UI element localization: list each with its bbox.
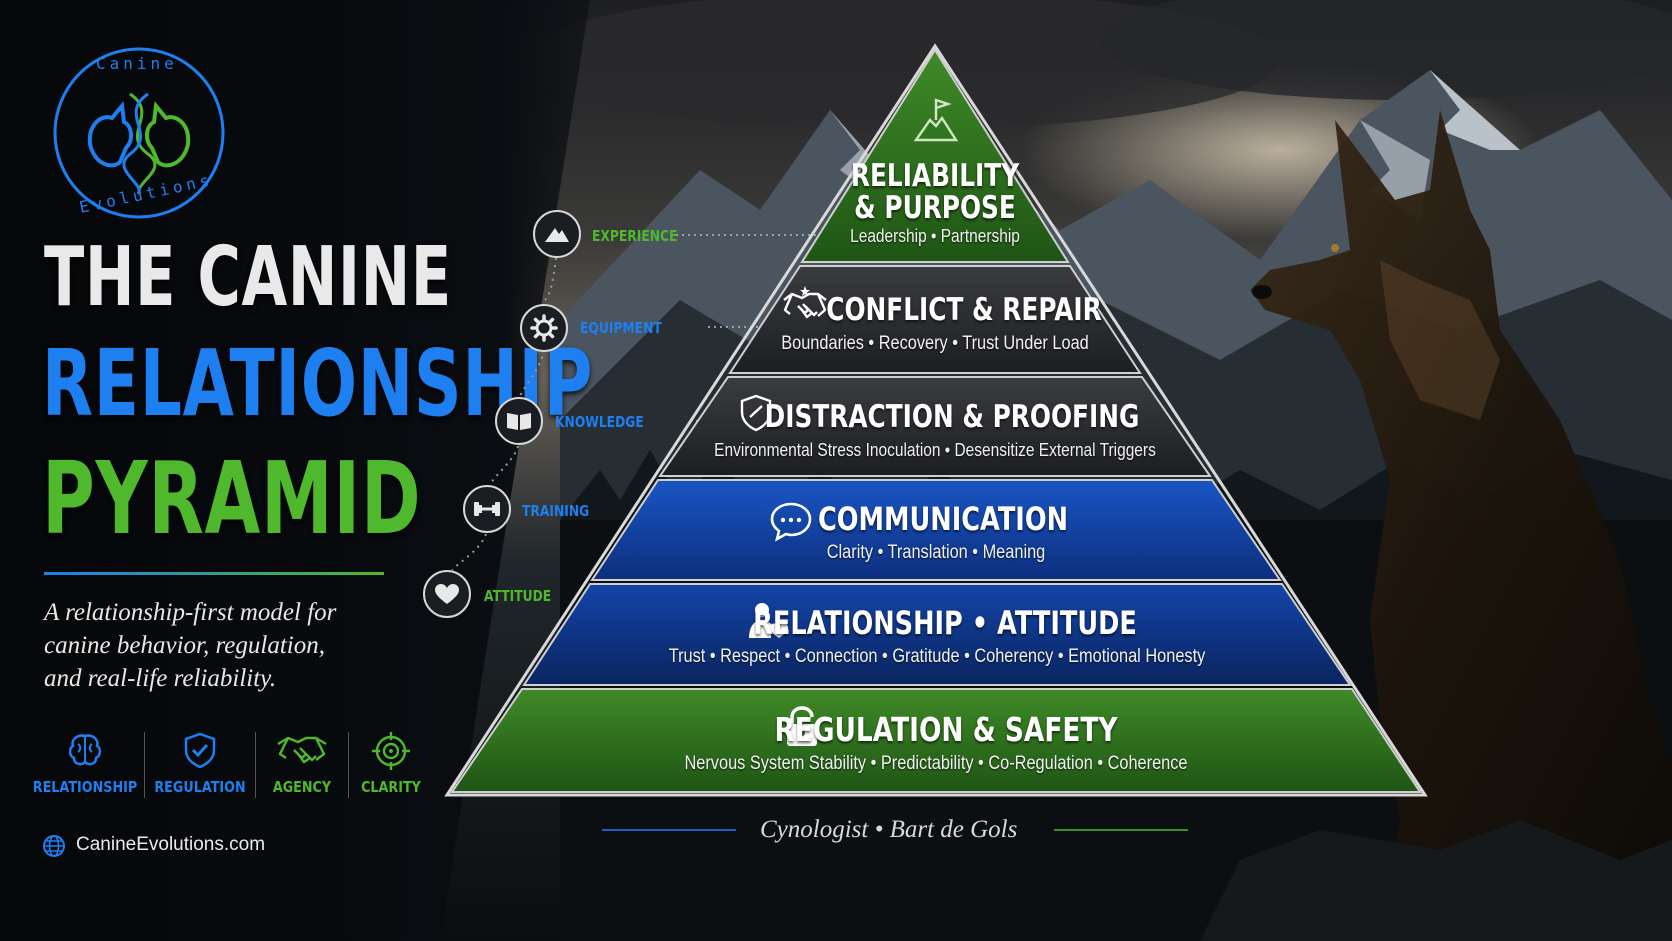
tagline-line-1: A relationship-first model for bbox=[44, 599, 337, 626]
title-line-1: THE CANINE bbox=[44, 230, 452, 325]
feature-divider-2 bbox=[255, 732, 256, 798]
feature-divider-3 bbox=[348, 732, 349, 798]
person-heart-icon bbox=[749, 603, 788, 638]
feature-label-clarity: CLARITY bbox=[361, 778, 421, 796]
pyramid-layer-1: RELIABILITY & PURPOSE Leadership • Partn… bbox=[802, 50, 1068, 262]
website-link[interactable]: CanineEvolutions.com bbox=[42, 832, 302, 862]
pyramid-layer-3-title: DISTRACTION & PROOFING bbox=[764, 399, 1139, 435]
credit-line-right bbox=[1054, 829, 1188, 831]
pyramid-layer-3: DISTRACTION & PROOFING Environmental Str… bbox=[660, 377, 1210, 476]
feature-label-relationship: RELATIONSHIP bbox=[32, 778, 138, 796]
side-step-label-equipment: EQUIPMENT bbox=[580, 319, 662, 337]
flag-summit-icon bbox=[913, 98, 959, 142]
brain-icon bbox=[68, 734, 102, 766]
pyramid-layer-5-subtitle: Trust • Respect • Connection • Gratitude… bbox=[668, 646, 1206, 667]
shield-icon bbox=[740, 394, 772, 432]
side-step-training-circle bbox=[463, 485, 511, 533]
globe-icon bbox=[43, 835, 65, 857]
mountain-icon bbox=[545, 228, 569, 242]
logo: Canine Evolutions bbox=[50, 44, 228, 222]
feature-agency: AGENCY bbox=[258, 730, 346, 802]
pyramid-layer-3-shape bbox=[658, 376, 1212, 477]
website-text: CanineEvolutions.com bbox=[76, 834, 266, 855]
pyramid-layer-1-shape bbox=[800, 48, 1070, 263]
pyramid-layer-1-subtitle: Leadership • Partnership bbox=[850, 226, 1020, 246]
gear-icon bbox=[530, 314, 558, 342]
tagline-line-2: canine behavior, regulation, bbox=[44, 632, 325, 659]
feature-divider-1 bbox=[144, 732, 145, 798]
side-step-label-experience: EXPERIENCE bbox=[592, 227, 678, 245]
feature-relationship: RELATIONSHIP bbox=[30, 730, 140, 802]
logo-text-top: Canine bbox=[96, 54, 178, 73]
chat-bubble-icon bbox=[770, 502, 812, 542]
credit-text: Cynologist • Bart de Gols bbox=[760, 816, 1018, 843]
title-line-3: PYRAMID bbox=[42, 440, 422, 557]
side-step-experience-circle bbox=[533, 210, 581, 258]
heart-icon bbox=[435, 584, 459, 604]
side-step-equipment-circle bbox=[520, 304, 568, 352]
shield-check-icon bbox=[184, 732, 216, 769]
book-icon bbox=[507, 413, 531, 430]
side-step-attitude-circle bbox=[423, 570, 471, 618]
pyramid-layer-2-shape bbox=[728, 265, 1142, 374]
side-step-label-knowledge: KNOWLEDGE bbox=[555, 413, 644, 431]
tagline: A relationship-first model for canine be… bbox=[44, 596, 424, 695]
tagline-line-3: and real-life reliability. bbox=[44, 665, 277, 692]
pyramid-layer-6-shape bbox=[450, 688, 1422, 793]
pyramid-layer-3-subtitle: Environmental Stress Inoculation • Desen… bbox=[714, 440, 1156, 460]
side-step-knowledge-circle bbox=[495, 397, 543, 445]
pyramid-layer-5-shape bbox=[522, 583, 1352, 686]
pyramid-layer-4-subtitle: Clarity • Translation • Meaning bbox=[826, 542, 1046, 563]
pyramid-layer-2: CONFLICT & REPAIR Boundaries • Recovery … bbox=[730, 266, 1140, 373]
pyramid-layer-5: RELATIONSHIP • ATTITUDE Trust • Respect … bbox=[524, 584, 1350, 685]
side-step-label-attitude: ATTITUDE bbox=[484, 587, 552, 605]
pyramid-layer-2-subtitle: Boundaries • Recovery • Trust Under Load bbox=[781, 333, 1089, 354]
pyramid-layer-4: COMMUNICATION Clarity • Translation • Me… bbox=[592, 480, 1280, 580]
feature-label-regulation: REGULATION bbox=[154, 778, 246, 796]
pyramid-layer-1-title-2: & PURPOSE bbox=[854, 190, 1016, 226]
pyramid-layer-5-title: RELATIONSHIP • ATTITUDE bbox=[753, 604, 1138, 642]
pyramid-layer-6-title: REGULATION & SAFETY bbox=[774, 710, 1118, 749]
feature-label-agency: AGENCY bbox=[272, 778, 332, 796]
pyramid-layer-6-subtitle: Nervous System Stability • Predictabilit… bbox=[684, 753, 1188, 774]
handshake-icon bbox=[277, 736, 327, 764]
pyramid-layer-6: REGULATION & SAFETY Nervous System Stabi… bbox=[452, 689, 1420, 792]
target-icon bbox=[372, 732, 410, 770]
feature-clarity: CLARITY bbox=[352, 730, 430, 802]
pyramid-layer-4-title: COMMUNICATION bbox=[817, 500, 1068, 538]
lock-icon bbox=[787, 706, 817, 746]
feature-regulation: REGULATION bbox=[148, 730, 252, 802]
dumbbell-icon bbox=[474, 502, 500, 516]
title-divider bbox=[44, 572, 384, 575]
pyramid-layer-4-shape bbox=[590, 479, 1282, 581]
pyramid-layer-1-title-1: RELIABILITY bbox=[850, 158, 1020, 194]
feature-row: RELATIONSHIP REGULATION AGENCY CLARITY bbox=[30, 730, 430, 802]
side-step-label-training: TRAINING bbox=[522, 502, 590, 520]
pyramid-layer-2-title: CONFLICT & REPAIR bbox=[825, 292, 1102, 328]
handshake-icon bbox=[783, 286, 827, 319]
logo-dog-dna-icon bbox=[53, 47, 225, 219]
credit-line-left bbox=[602, 829, 736, 831]
dog-silhouette bbox=[1250, 110, 1672, 941]
